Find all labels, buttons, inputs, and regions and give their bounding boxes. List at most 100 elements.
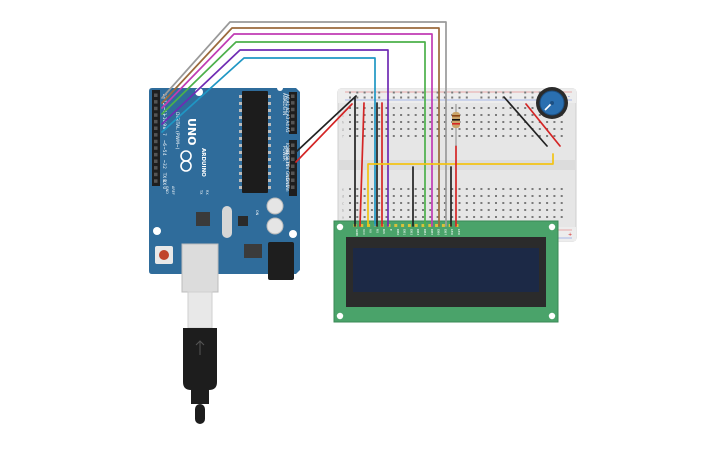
breadboard-hole[interactable] [509,209,512,211]
breadboard-hole[interactable] [385,114,388,116]
digital-pin[interactable] [154,106,158,111]
breadboard-hole[interactable] [502,195,505,197]
breadboard-hole[interactable] [487,195,490,197]
breadboard-hole[interactable] [560,128,563,130]
breadboard-hole[interactable] [422,114,424,116]
rail-hole[interactable] [495,91,497,94]
breadboard-hole[interactable] [436,202,439,204]
power-pin[interactable] [291,171,295,176]
breadboard-hole[interactable] [392,202,395,204]
breadboard-hole[interactable] [436,114,439,116]
breadboard-hole[interactable] [349,135,351,137]
breadboard-hole[interactable] [385,195,388,197]
breadboard-hole[interactable] [546,135,549,137]
analog-pin[interactable] [291,101,295,105]
lcd-pin[interactable] [387,224,391,227]
breadboard-hole[interactable] [370,188,373,190]
breadboard-hole[interactable] [443,216,446,218]
breadboard-hole[interactable] [458,188,461,190]
breadboard-hole[interactable] [480,114,483,116]
rail-hole[interactable] [531,91,534,94]
breadboard-hole[interactable] [509,128,512,130]
breadboard-hole[interactable] [392,107,395,109]
rail-hole[interactable] [443,96,446,99]
breadboard-hole[interactable] [546,195,549,197]
breadboard-hole[interactable] [385,202,388,204]
breadboard-hole[interactable] [414,209,417,211]
breadboard-hole[interactable] [560,195,563,197]
lcd-pin[interactable] [441,224,445,227]
analog-header[interactable] [289,92,297,134]
breadboard-hole[interactable] [443,128,446,130]
power-pin[interactable] [291,185,295,190]
breadboard-hole[interactable] [429,121,432,123]
breadboard-hole[interactable] [356,209,359,211]
breadboard-hole[interactable] [538,216,541,218]
breadboard-hole[interactable] [422,121,424,123]
breadboard-hole[interactable] [363,114,366,116]
breadboard-hole[interactable] [407,202,410,204]
lcd-pin[interactable] [455,224,459,227]
breadboard-hole[interactable] [414,188,417,190]
breadboard-hole[interactable] [531,114,534,116]
digital-pin[interactable] [154,113,158,117]
breadboard-hole[interactable] [524,216,527,218]
dc-power-jack[interactable] [268,242,294,280]
breadboard-hole[interactable] [378,195,381,197]
power-pin[interactable] [291,157,295,162]
digital-pin[interactable] [154,159,158,164]
breadboard-hole[interactable] [378,114,381,116]
breadboard-hole[interactable] [392,216,395,218]
breadboard-hole[interactable] [531,202,534,204]
breadboard-hole[interactable] [473,216,476,218]
breadboard-hole[interactable] [495,107,497,109]
breadboard-hole[interactable] [458,209,461,211]
breadboard-hole[interactable] [531,209,534,211]
breadboard-hole[interactable] [495,195,497,197]
breadboard-hole[interactable] [538,128,541,130]
breadboard-hole[interactable] [429,128,432,130]
rail-hole[interactable] [378,91,381,94]
breadboard-hole[interactable] [378,216,381,218]
breadboard-hole[interactable] [516,188,519,190]
breadboard-hole[interactable] [509,107,512,109]
breadboard-hole[interactable] [502,128,505,130]
lcd-pin[interactable] [435,224,439,227]
breadboard-hole[interactable] [370,202,373,204]
breadboard-hole[interactable] [451,188,454,190]
breadboard-hole[interactable] [363,121,366,123]
rail-hole[interactable] [502,91,505,94]
rail-hole[interactable] [509,96,512,99]
breadboard-hole[interactable] [524,202,527,204]
breadboard-hole[interactable] [356,202,359,204]
breadboard-hole[interactable] [349,107,351,109]
breadboard-hole[interactable] [458,128,461,130]
breadboard-hole[interactable] [378,121,381,123]
analog-pin[interactable] [291,120,295,125]
rail-hole[interactable] [422,96,424,99]
breadboard-hole[interactable] [392,209,395,211]
reset-button-cap[interactable] [159,250,169,260]
rail-hole[interactable] [531,96,534,99]
breadboard-hole[interactable] [349,202,351,204]
breadboard-hole[interactable] [465,128,468,130]
breadboard-hole[interactable] [458,195,461,197]
breadboard-hole[interactable] [516,114,519,116]
breadboard-hole[interactable] [553,209,556,211]
rail-hole[interactable] [495,96,497,99]
breadboard-hole[interactable] [429,188,432,190]
breadboard-hole[interactable] [363,135,366,137]
breadboard-hole[interactable] [378,128,381,130]
breadboard-hole[interactable] [378,209,381,211]
breadboard-hole[interactable] [451,195,454,197]
breadboard-hole[interactable] [400,135,403,137]
breadboard-hole[interactable] [443,202,446,204]
breadboard-hole[interactable] [473,128,476,130]
analog-pin[interactable] [291,94,295,99]
breadboard-hole[interactable] [385,209,388,211]
breadboard-hole[interactable] [356,216,359,218]
breadboard-hole[interactable] [392,135,395,137]
rail-hole[interactable] [443,91,446,94]
breadboard-hole[interactable] [458,135,461,137]
breadboard-hole[interactable] [356,195,359,197]
